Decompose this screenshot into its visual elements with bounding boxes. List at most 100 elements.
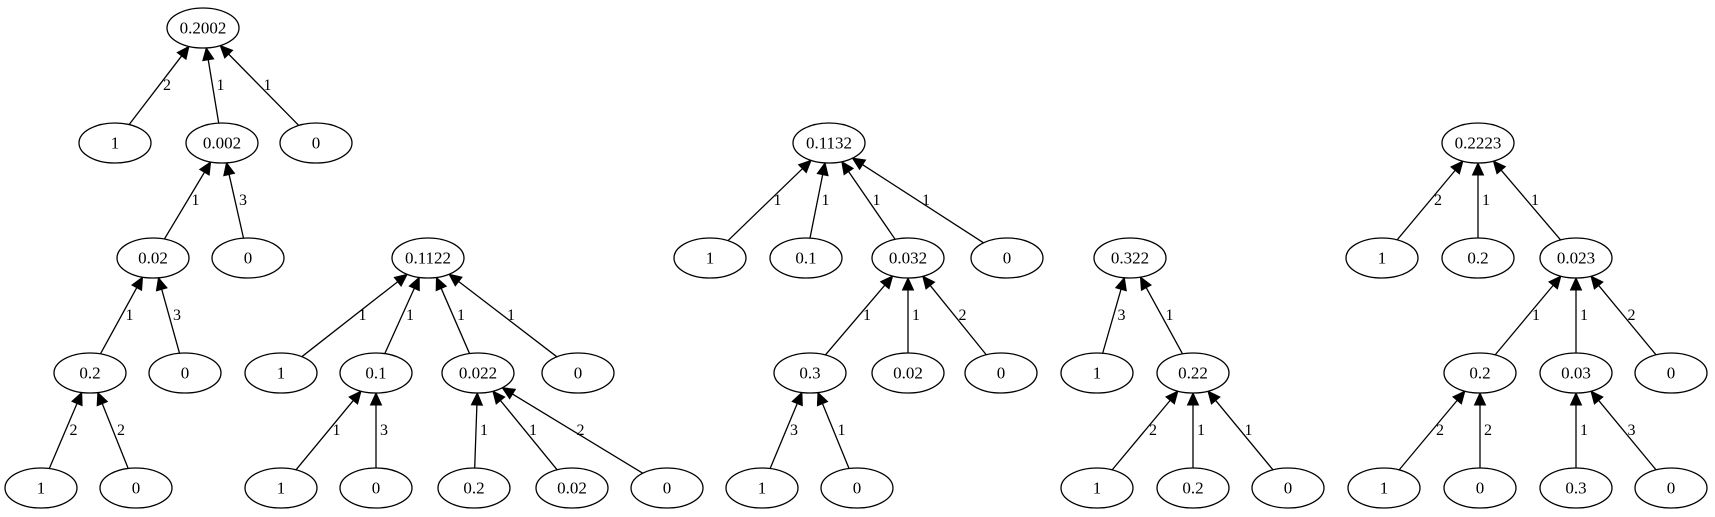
edge-line	[128, 55, 183, 125]
node-label: 0.022	[459, 364, 497, 383]
arrowhead-icon	[470, 391, 484, 406]
edge-line	[862, 164, 984, 244]
edge: 2	[128, 45, 190, 125]
arrowhead-icon	[921, 275, 936, 290]
tree-node: 0.02	[116, 237, 190, 279]
edge: 2	[1590, 275, 1657, 356]
node-label: 0	[312, 134, 321, 153]
edge-label: 1	[217, 77, 225, 94]
tree-node: 0.023	[1539, 237, 1613, 279]
node-ellipse	[211, 237, 285, 279]
node-ellipse	[53, 352, 127, 394]
edge: 1	[1207, 390, 1274, 471]
edge-line	[295, 400, 354, 471]
arrowhead-icon	[501, 387, 517, 400]
edge-label: 1	[333, 422, 341, 439]
edge-label: 2	[577, 422, 585, 439]
node-label: 0.02	[557, 479, 587, 498]
edge-label: 1	[507, 307, 515, 324]
arrowhead-icon	[198, 160, 212, 176]
edge-label: 1	[359, 307, 367, 324]
tree-node: 1	[78, 122, 152, 164]
edge-line	[207, 59, 220, 124]
node-ellipse	[1539, 352, 1613, 394]
edge-label: 1	[1245, 422, 1253, 439]
arrowhead-icon	[851, 157, 867, 171]
node-label: 1	[1093, 479, 1102, 498]
edge-line	[161, 289, 181, 354]
edge-line	[929, 285, 987, 356]
edge-label: 1	[1531, 192, 1539, 209]
node-label: 0.2223	[1455, 134, 1502, 153]
edge-label: 2	[70, 422, 78, 439]
arrowhead-icon	[492, 390, 506, 405]
edge-line	[228, 174, 245, 239]
edge: 2	[1396, 160, 1464, 241]
edge: 3	[223, 161, 247, 239]
node-ellipse	[769, 237, 843, 279]
arrowhead-icon	[841, 160, 855, 176]
node-label: 0.02	[893, 364, 923, 383]
edge: 3	[155, 276, 181, 354]
node-ellipse	[1156, 352, 1230, 394]
tree-node: 0	[1443, 467, 1517, 509]
node-label: 1	[1380, 479, 1389, 498]
arrowhead-icon	[435, 276, 448, 292]
node-ellipse	[773, 352, 847, 394]
edge-label: 1	[1197, 422, 1205, 439]
edge-label: 1	[774, 192, 782, 209]
tree-node: 0	[211, 237, 285, 279]
node-label: 0	[1667, 479, 1676, 498]
arrowhead-icon	[202, 46, 215, 62]
node-label: 0.02	[138, 249, 168, 268]
edge-line	[99, 287, 138, 355]
node-label: 0	[663, 479, 672, 498]
edge: 1	[1494, 275, 1562, 356]
arrowhead-icon	[1452, 390, 1466, 405]
edge-line	[499, 400, 558, 471]
node-label: 0.2	[463, 479, 484, 498]
edge: 3	[1102, 276, 1127, 354]
edge-label: 2	[1484, 422, 1492, 439]
edge-line	[1398, 399, 1458, 471]
tree-node: 1	[1345, 237, 1419, 279]
edge-line	[101, 403, 129, 469]
node-ellipse	[1060, 352, 1134, 394]
edge: 1	[824, 275, 894, 356]
arrowhead-icon	[1114, 276, 1127, 292]
edge-label: 2	[163, 77, 171, 94]
edge-line	[301, 281, 399, 358]
edge-label: 1	[912, 307, 920, 324]
node-label: 1	[111, 134, 120, 153]
node-label: 1	[37, 479, 46, 498]
arrowhead-icon	[1165, 390, 1179, 405]
arrowhead-icon	[879, 275, 894, 290]
node-label: 1	[1093, 364, 1102, 383]
arrowhead-icon	[1569, 391, 1583, 406]
edge-line	[48, 403, 78, 469]
tree-node: 1	[244, 467, 318, 509]
edge-line	[1215, 400, 1274, 471]
node-label: 0.1122	[405, 249, 451, 268]
tree-node: 0.3	[773, 352, 847, 394]
edge-label: 2	[1434, 192, 1442, 209]
node-ellipse	[116, 237, 190, 279]
node-label: 0.1	[795, 249, 816, 268]
edge-label: 1	[406, 307, 414, 324]
edge: 2	[1398, 390, 1466, 471]
edge: 1	[384, 276, 420, 354]
edge-line	[809, 174, 824, 239]
node-label: 0.2	[1467, 249, 1488, 268]
edge: 3	[1590, 390, 1657, 471]
arrowhead-icon	[1471, 161, 1485, 176]
arrowhead-icon	[1548, 275, 1562, 290]
tree-node: 0	[1634, 467, 1708, 509]
edge-line	[1111, 399, 1171, 471]
node-ellipse	[535, 467, 609, 509]
node-ellipse	[541, 352, 615, 394]
tree-node: 1	[4, 467, 78, 509]
edge-label: 1	[822, 192, 830, 209]
node-ellipse	[792, 122, 866, 164]
